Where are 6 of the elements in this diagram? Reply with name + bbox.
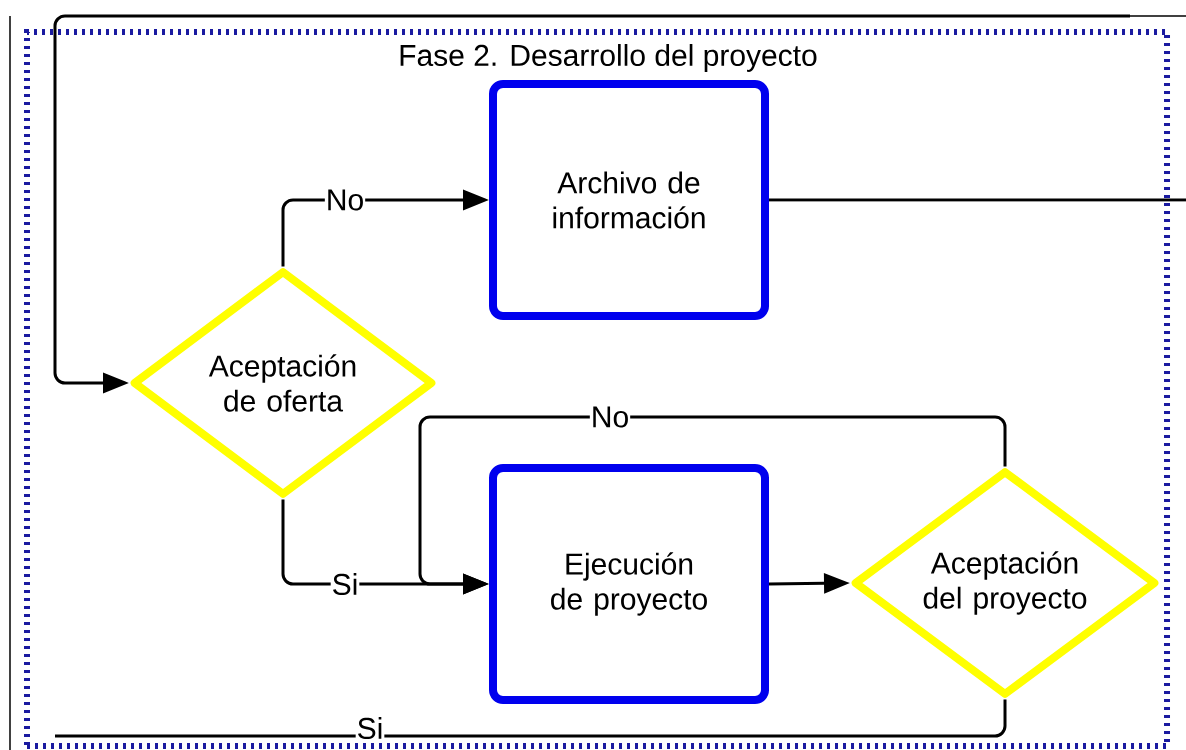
edge-label: No (589, 405, 631, 429)
process-box: Ejecución de proyecto (489, 464, 769, 704)
edge-label: Si (330, 572, 360, 596)
edge-label: No (324, 188, 366, 212)
process-box: Archivo de información (489, 80, 769, 320)
edge-label: Si (355, 716, 385, 740)
